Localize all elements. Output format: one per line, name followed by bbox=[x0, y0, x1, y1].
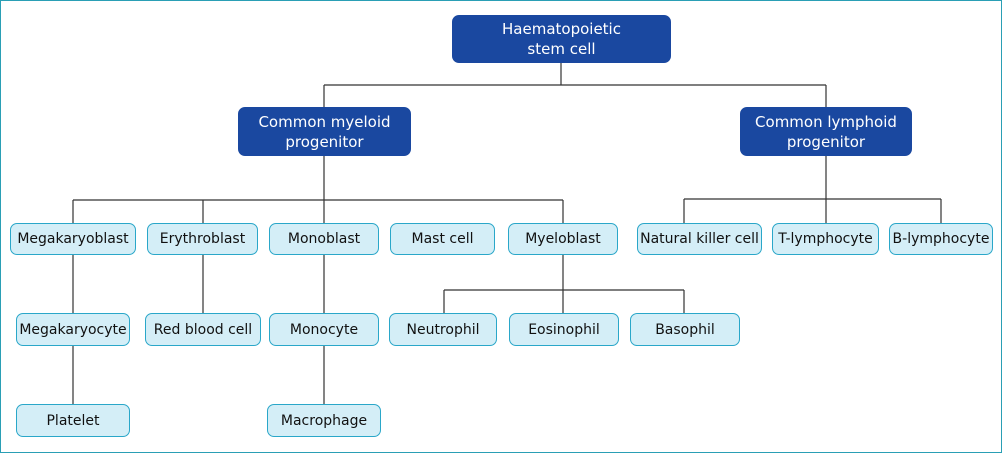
node-b-lymphocyte: B-lymphocyte bbox=[889, 223, 993, 255]
node-macrophage: Macrophage bbox=[267, 404, 381, 437]
node-label: Common lymphoid progenitor bbox=[755, 112, 897, 151]
node-label: Haematopoietic stem cell bbox=[502, 20, 621, 58]
node-label: Erythroblast bbox=[159, 231, 246, 247]
connector-cmp-blasts bbox=[72, 156, 564, 223]
node-natural-killer-cell: Natural killer cell bbox=[637, 223, 762, 255]
node-label: Red blood cell bbox=[153, 321, 253, 338]
node-label: Neutrophil bbox=[406, 321, 480, 338]
node-label: Macrophage bbox=[280, 412, 368, 429]
node-label: Common myeloid progenitor bbox=[258, 112, 391, 151]
node-label: Monocyte bbox=[289, 321, 359, 338]
node-myeloblast: Myeloblast bbox=[508, 223, 618, 255]
node-red-blood-cell: Red blood cell bbox=[145, 313, 261, 346]
node-label: Basophil bbox=[655, 321, 715, 338]
node-label: B-lymphocyte bbox=[892, 231, 990, 247]
node-erythroblast: Erythroblast bbox=[147, 223, 258, 255]
node-t-lymphocyte: T-lymphocyte bbox=[772, 223, 879, 255]
node-monocyte: Monocyte bbox=[269, 313, 379, 346]
node-label: Platelet bbox=[46, 412, 100, 429]
node-common-myeloid-progenitor: Common myeloid progenitor bbox=[238, 107, 411, 156]
node-label: T-lymphocyte bbox=[778, 231, 873, 247]
node-megakaryoblast: Megakaryoblast bbox=[10, 223, 136, 255]
node-label: Myeloblast bbox=[525, 231, 601, 247]
node-megakaryocyte: Megakaryocyte bbox=[16, 313, 130, 346]
connector-granulocytes bbox=[443, 255, 685, 313]
connector-clp-lymphocytes bbox=[683, 156, 942, 223]
node-label: Megakaryoblast bbox=[17, 231, 129, 247]
node-label: Megakaryocyte bbox=[19, 321, 127, 338]
node-basophil: Basophil bbox=[630, 313, 740, 346]
connector-hsc-progenitors bbox=[323, 63, 827, 107]
node-haematopoietic-stem-cell: Haematopoietic stem cell bbox=[452, 15, 671, 63]
node-platelet: Platelet bbox=[16, 404, 130, 437]
node-mast-cell: Mast cell bbox=[390, 223, 495, 255]
node-neutrophil: Neutrophil bbox=[389, 313, 497, 346]
node-label: Eosinophil bbox=[528, 321, 600, 338]
node-label: Monoblast bbox=[287, 231, 361, 247]
node-label: Mast cell bbox=[411, 231, 474, 247]
node-label: Natural killer cell bbox=[640, 231, 759, 247]
node-common-lymphoid-progenitor: Common lymphoid progenitor bbox=[740, 107, 912, 156]
node-monoblast: Monoblast bbox=[269, 223, 379, 255]
node-eosinophil: Eosinophil bbox=[509, 313, 619, 346]
